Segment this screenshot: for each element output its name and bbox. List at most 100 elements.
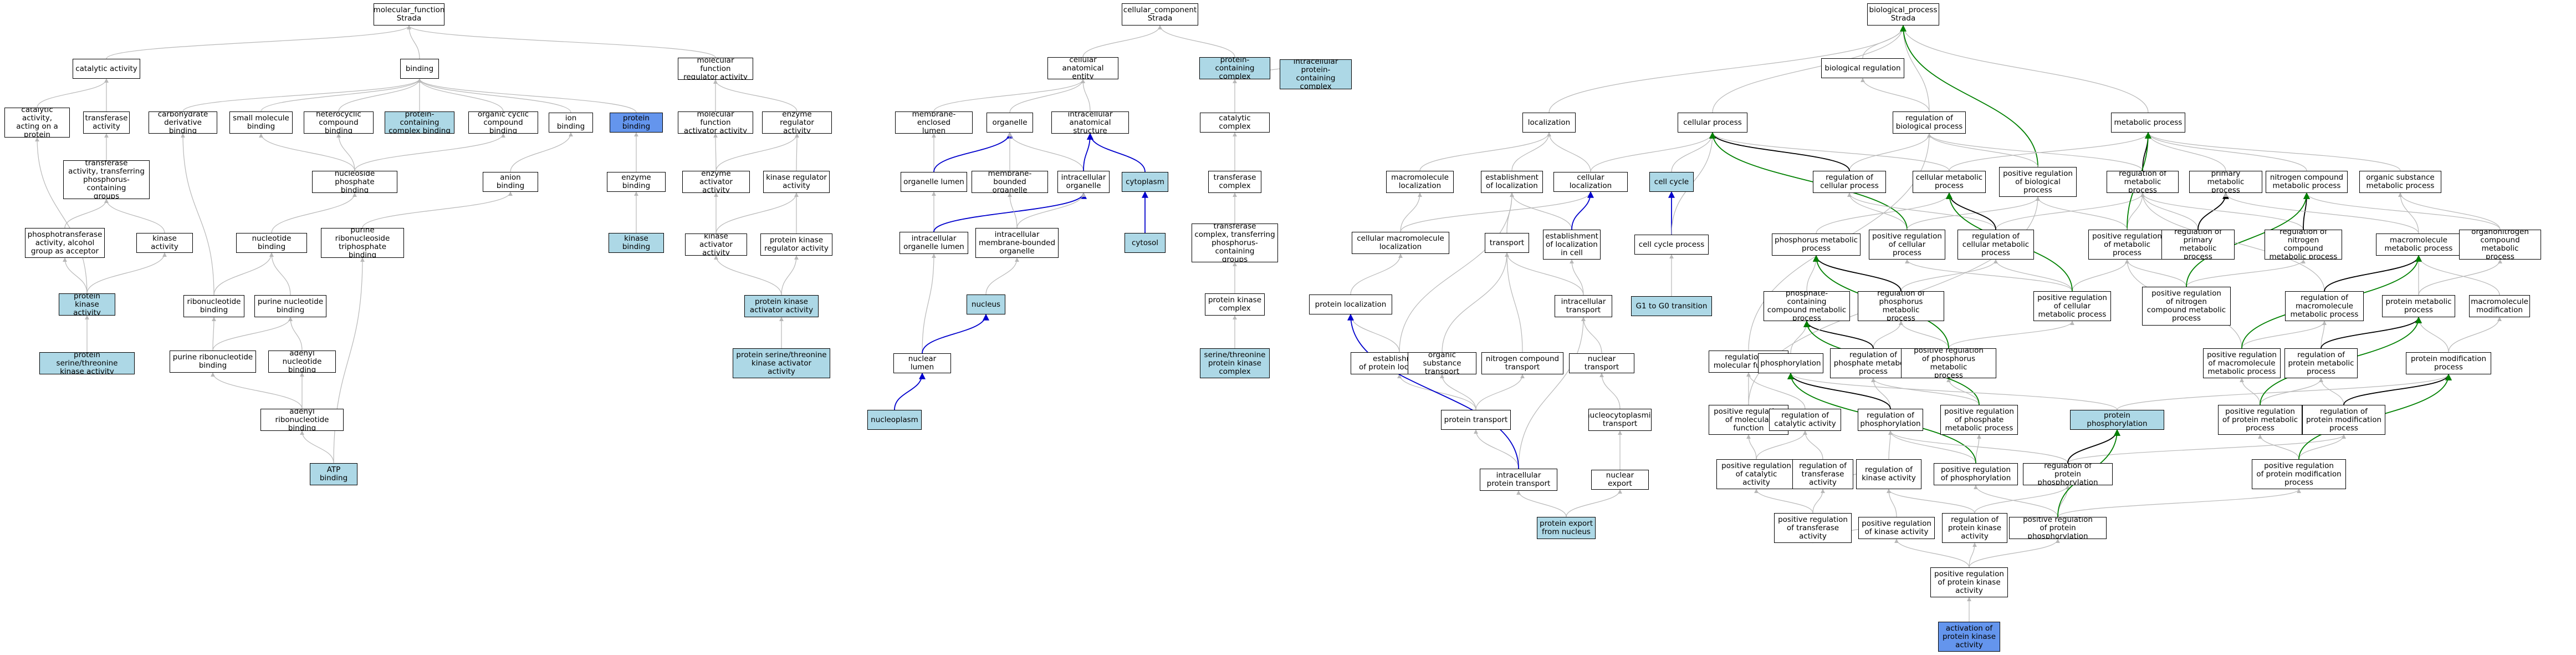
term-node-posregprotphos: positive regulation of protein phosphory…: [2009, 517, 2107, 539]
edge-organelle-to-cae: [1009, 79, 1085, 113]
edge-regcat-to-regmf: [1746, 372, 1806, 409]
edge-posregcat-to-posregmf: [1746, 434, 1757, 460]
term-node-membbound: membrane-bounded organelle: [972, 171, 1048, 193]
edge-intramembbound-to-membbound: [1008, 192, 1018, 229]
term-node-orgsubmetab: organic substance metabolic process: [2359, 171, 2441, 193]
term-node-nitrometab: nitrogen compound metabolic process: [2266, 171, 2348, 193]
term-node-kinreg: kinase regulator activity: [763, 171, 830, 193]
term-node-adenylnucbind: adenyl nucleotide binding: [268, 351, 336, 373]
term-node-macrometab: macromolecule metabolic process: [2376, 233, 2461, 256]
term-node-macromod: macromolecule modification: [2469, 295, 2530, 317]
edge-regprotmod-to-regprotmetab: [2319, 378, 2344, 405]
term-node-intraprottrans: intracellular protein transport: [1480, 469, 1557, 491]
edge-purineribotri-to-anionbind: [362, 191, 513, 229]
edge-protkin-to-kinact: [86, 252, 167, 294]
edge-posregbio-to-bp: [1900, 24, 2038, 167]
edge-orgnitrometab-to-nitrometab: [2304, 192, 2501, 230]
term-node-mfreg: molecular function regulator activity: [678, 58, 753, 80]
edge-protphos-to-protmod: [2117, 374, 2451, 410]
edge-intraprottrans-to-intratrans: [1518, 317, 1586, 469]
edge-cellmacroloc-to-cellloc: [1400, 191, 1593, 232]
edge-protmetab-to-orgnitrometab: [2418, 259, 2502, 296]
term-node-cellloc: cellular localization: [1553, 172, 1628, 192]
term-node-orglumen: organelle lumen: [901, 172, 967, 192]
edge-nucleotidebind-to-nucphosbind: [271, 192, 357, 233]
edge-nuclumen-to-intraorglumen: [922, 253, 936, 354]
term-node-estloccell: establishment of localization in cell: [1543, 230, 1601, 260]
term-node-regkinact: regulation of kinase activity: [1856, 459, 1921, 489]
term-node-purineribobind: purine ribonucleotide binding: [170, 351, 256, 373]
term-node-smallmol: small molecule binding: [229, 111, 293, 134]
edge-kinreg-to-enzreg: [794, 133, 799, 171]
edge-nucphosbind-to-heterocyc: [336, 133, 355, 171]
edge-binding-to-mf: [407, 25, 420, 59]
term-node-intramembbound: intracellular membrane-bounded organelle: [975, 228, 1059, 258]
edge-nucphosbind-to-smallmol: [259, 133, 355, 171]
edge-regprotphos-to-regphosphorylation: [1888, 430, 2068, 464]
edge-posregphos-to-posregcellmetab: [1948, 321, 2074, 349]
edge-heterocyc-to-binding: [338, 78, 422, 112]
term-node-protkin: protein kinase activity: [59, 293, 115, 316]
term-node-transferase: transferase activity: [83, 111, 130, 134]
edge-regcellmetab-to-regcellproc: [1847, 192, 1996, 230]
term-node-nucleus: nucleus: [967, 295, 1005, 314]
edge-regprotmetab-to-protmetab: [2321, 316, 2422, 349]
edge-macroloc-to-localization: [1419, 132, 1551, 171]
edge-posregtrans-to-regtransact: [1812, 489, 1825, 514]
edge-posregnitro-to-regnitrometab: [2186, 259, 2306, 287]
edge-smallmol-to-binding: [260, 78, 422, 112]
term-node-posregmetab: positive regulation of metabolic process: [2088, 230, 2166, 260]
edge-estprotloc-to-estloc: [1399, 192, 1514, 353]
term-node-orgsubtrans: organic substance transport: [1408, 352, 1476, 374]
term-node-metab: metabolic process: [2111, 113, 2185, 133]
edge-estloccell-to-cellloc: [1571, 191, 1594, 230]
term-node-catcomplex: catalytic complex: [1200, 113, 1270, 133]
term-node-bp: biological_process Strada: [1867, 3, 1939, 26]
edge-protkin-to-cataprot: [35, 137, 88, 294]
edge-posregbio-to-regbio: [1927, 133, 2038, 167]
term-node-regprotmetab: regulation of protein metabolic process: [2284, 348, 2358, 378]
edge-pcc-to-cc: [1158, 25, 1235, 58]
edge-atpbind-to-adenylribobind: [300, 430, 334, 464]
term-node-posregbio: positive regulation of biological proces…: [1999, 167, 2077, 197]
edge-enzreg-to-mfreg: [713, 79, 798, 112]
edge-regcellproc-to-regbio: [1849, 133, 1931, 171]
edge-nuctrans-to-intratrans: [1581, 317, 1602, 354]
term-node-intraorglumen: intracellular organelle lumen: [899, 232, 968, 254]
edge-posregprotmod-to-posregprotmetab: [2258, 434, 2299, 460]
edge-carbo-to-binding: [182, 78, 422, 112]
edge-mfreg-to-mf: [407, 25, 716, 58]
edge-regmetab-to-regbio: [1927, 133, 2143, 171]
edge-kinact-to-transphos: [104, 199, 165, 233]
term-node-protmetab: protein metabolic process: [2382, 295, 2455, 317]
edge-protloc-to-cellmacroloc: [1350, 253, 1403, 295]
term-node-regnitrometab: regulation of nitrogen compound metaboli…: [2265, 230, 2342, 260]
term-node-prottrans: protein transport: [1441, 410, 1511, 430]
term-node-transcomplex: transferase complex: [1208, 171, 1261, 193]
edge-posregcat-to-regcat: [1756, 430, 1807, 460]
edge-orgnitrometab-to-orgsubmetab: [2398, 192, 2501, 230]
term-node-nuctrans: nuclear transport: [1569, 353, 1634, 373]
term-node-posregphos: positive regulation of phosphorus metabo…: [1901, 348, 1996, 378]
term-node-macroloc: macromolecule localization: [1386, 171, 1454, 193]
edge-posregphos-to-regphosmetab: [1899, 321, 1949, 349]
edge-primmetab-to-metab: [2146, 132, 2226, 171]
term-node-membenc: membrane-enclosed lumen: [895, 111, 973, 134]
edge-prottrans-to-orgsubtrans: [1440, 374, 1476, 410]
term-node-cellmacroloc: cellular macromolecule localization: [1352, 232, 1449, 254]
edge-protkinactact-to-protkinreg: [781, 255, 799, 296]
term-node-cellcycleproc: cell cycle process: [1634, 235, 1709, 255]
edge-posregcell-to-regcellproc: [1847, 192, 1908, 230]
edge-nucleocyto-to-nuctrans: [1599, 373, 1621, 409]
term-node-serthrkin: protein serine/threonine kinase activity: [39, 352, 135, 374]
edge-regnitrometab-to-regmetab: [2140, 192, 2304, 230]
term-node-bioreg: biological regulation: [1821, 58, 1904, 78]
term-node-nuclumen: nuclear lumen: [893, 353, 951, 373]
term-node-regphosmetab: regulation of phosphorus metabolic proce…: [1858, 291, 1944, 321]
edge-ionbind-to-binding: [417, 78, 571, 113]
edge-purineribobind-to-ribonucbind: [211, 317, 216, 351]
term-node-phosphotrans: phosphotransferase activity, alcohol gro…: [25, 228, 105, 258]
term-node-protloc: protein localization: [1309, 295, 1392, 314]
edge-regcellmetab-to-regmetab: [1995, 192, 2145, 230]
